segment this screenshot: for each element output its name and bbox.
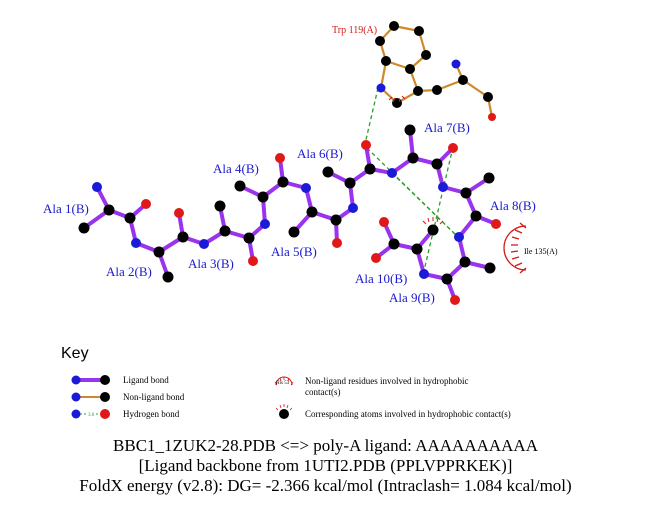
label-ala4: Ala 4(B) [213, 161, 259, 176]
hbond-ala7-ala10 [422, 146, 454, 276]
residue-labels: Ala 1(B) Ala 2(B) Ala 3(B) Ala 4(B) Ala … [43, 120, 536, 305]
footer-line-3: FoldX energy (v2.8): DG= -2.366 kcal/mol… [79, 476, 572, 495]
key-ligand-c [100, 375, 110, 385]
label-ala10: Ala 10(B) [355, 271, 407, 286]
hydrogen-bonds [364, 87, 458, 276]
key-hydrophobic-line1: Non-ligand residues involved in hydropho… [305, 376, 468, 386]
label-ala6: Ala 6(B) [297, 146, 343, 161]
key-nonligand-bond: Non-ligand bond [123, 392, 185, 402]
label-ala2: Ala 2(B) [106, 264, 152, 279]
label-ala5: Ala 5(B) [271, 244, 317, 259]
key-hydrophobic-example: His 53 [276, 381, 290, 386]
legend-key: Key Ligand bond Non-ligand bond 3.0 Hydr… [61, 345, 511, 419]
ile135-contact [503, 222, 527, 274]
key-ligand-bond: Ligand bond [123, 375, 169, 385]
ligand-atoms [78, 124, 501, 305]
key-corresponding-atoms: Corresponding atoms involved in hydropho… [305, 409, 511, 419]
label-ala3: Ala 3(B) [188, 256, 234, 271]
label-ala8: Ala 8(B) [490, 198, 536, 213]
label-ala1: Ala 1(B) [43, 201, 89, 216]
key-ligand-n [71, 375, 81, 385]
hbond-ala6-ala8 [391, 172, 458, 237]
hbond-trp-ala6 [364, 87, 379, 145]
ile135-label: Ile 135(A) [524, 247, 558, 256]
trp119-atoms [375, 21, 496, 121]
key-hydrogen-bond: Hydrogen bond [123, 409, 180, 419]
key-hbond-distance: 3.0 [88, 413, 95, 418]
label-ala9: Ala 9(B) [389, 290, 435, 305]
key-hydrophobic-line2: contact(s) [305, 387, 340, 397]
label-ala7: Ala 7(B) [424, 120, 470, 135]
contact-eyelashes [388, 95, 444, 225]
trp119-label: Trp 119(A) [332, 25, 377, 36]
key-title: Key [61, 345, 89, 362]
footer-line-2: [Ligand backbone from 1UTI2.PDB (PPLVPPR… [138, 456, 513, 475]
footer-line-1: BBC1_1ZUK2-28.PDB <=> poly-A ligand: AAA… [113, 436, 538, 455]
